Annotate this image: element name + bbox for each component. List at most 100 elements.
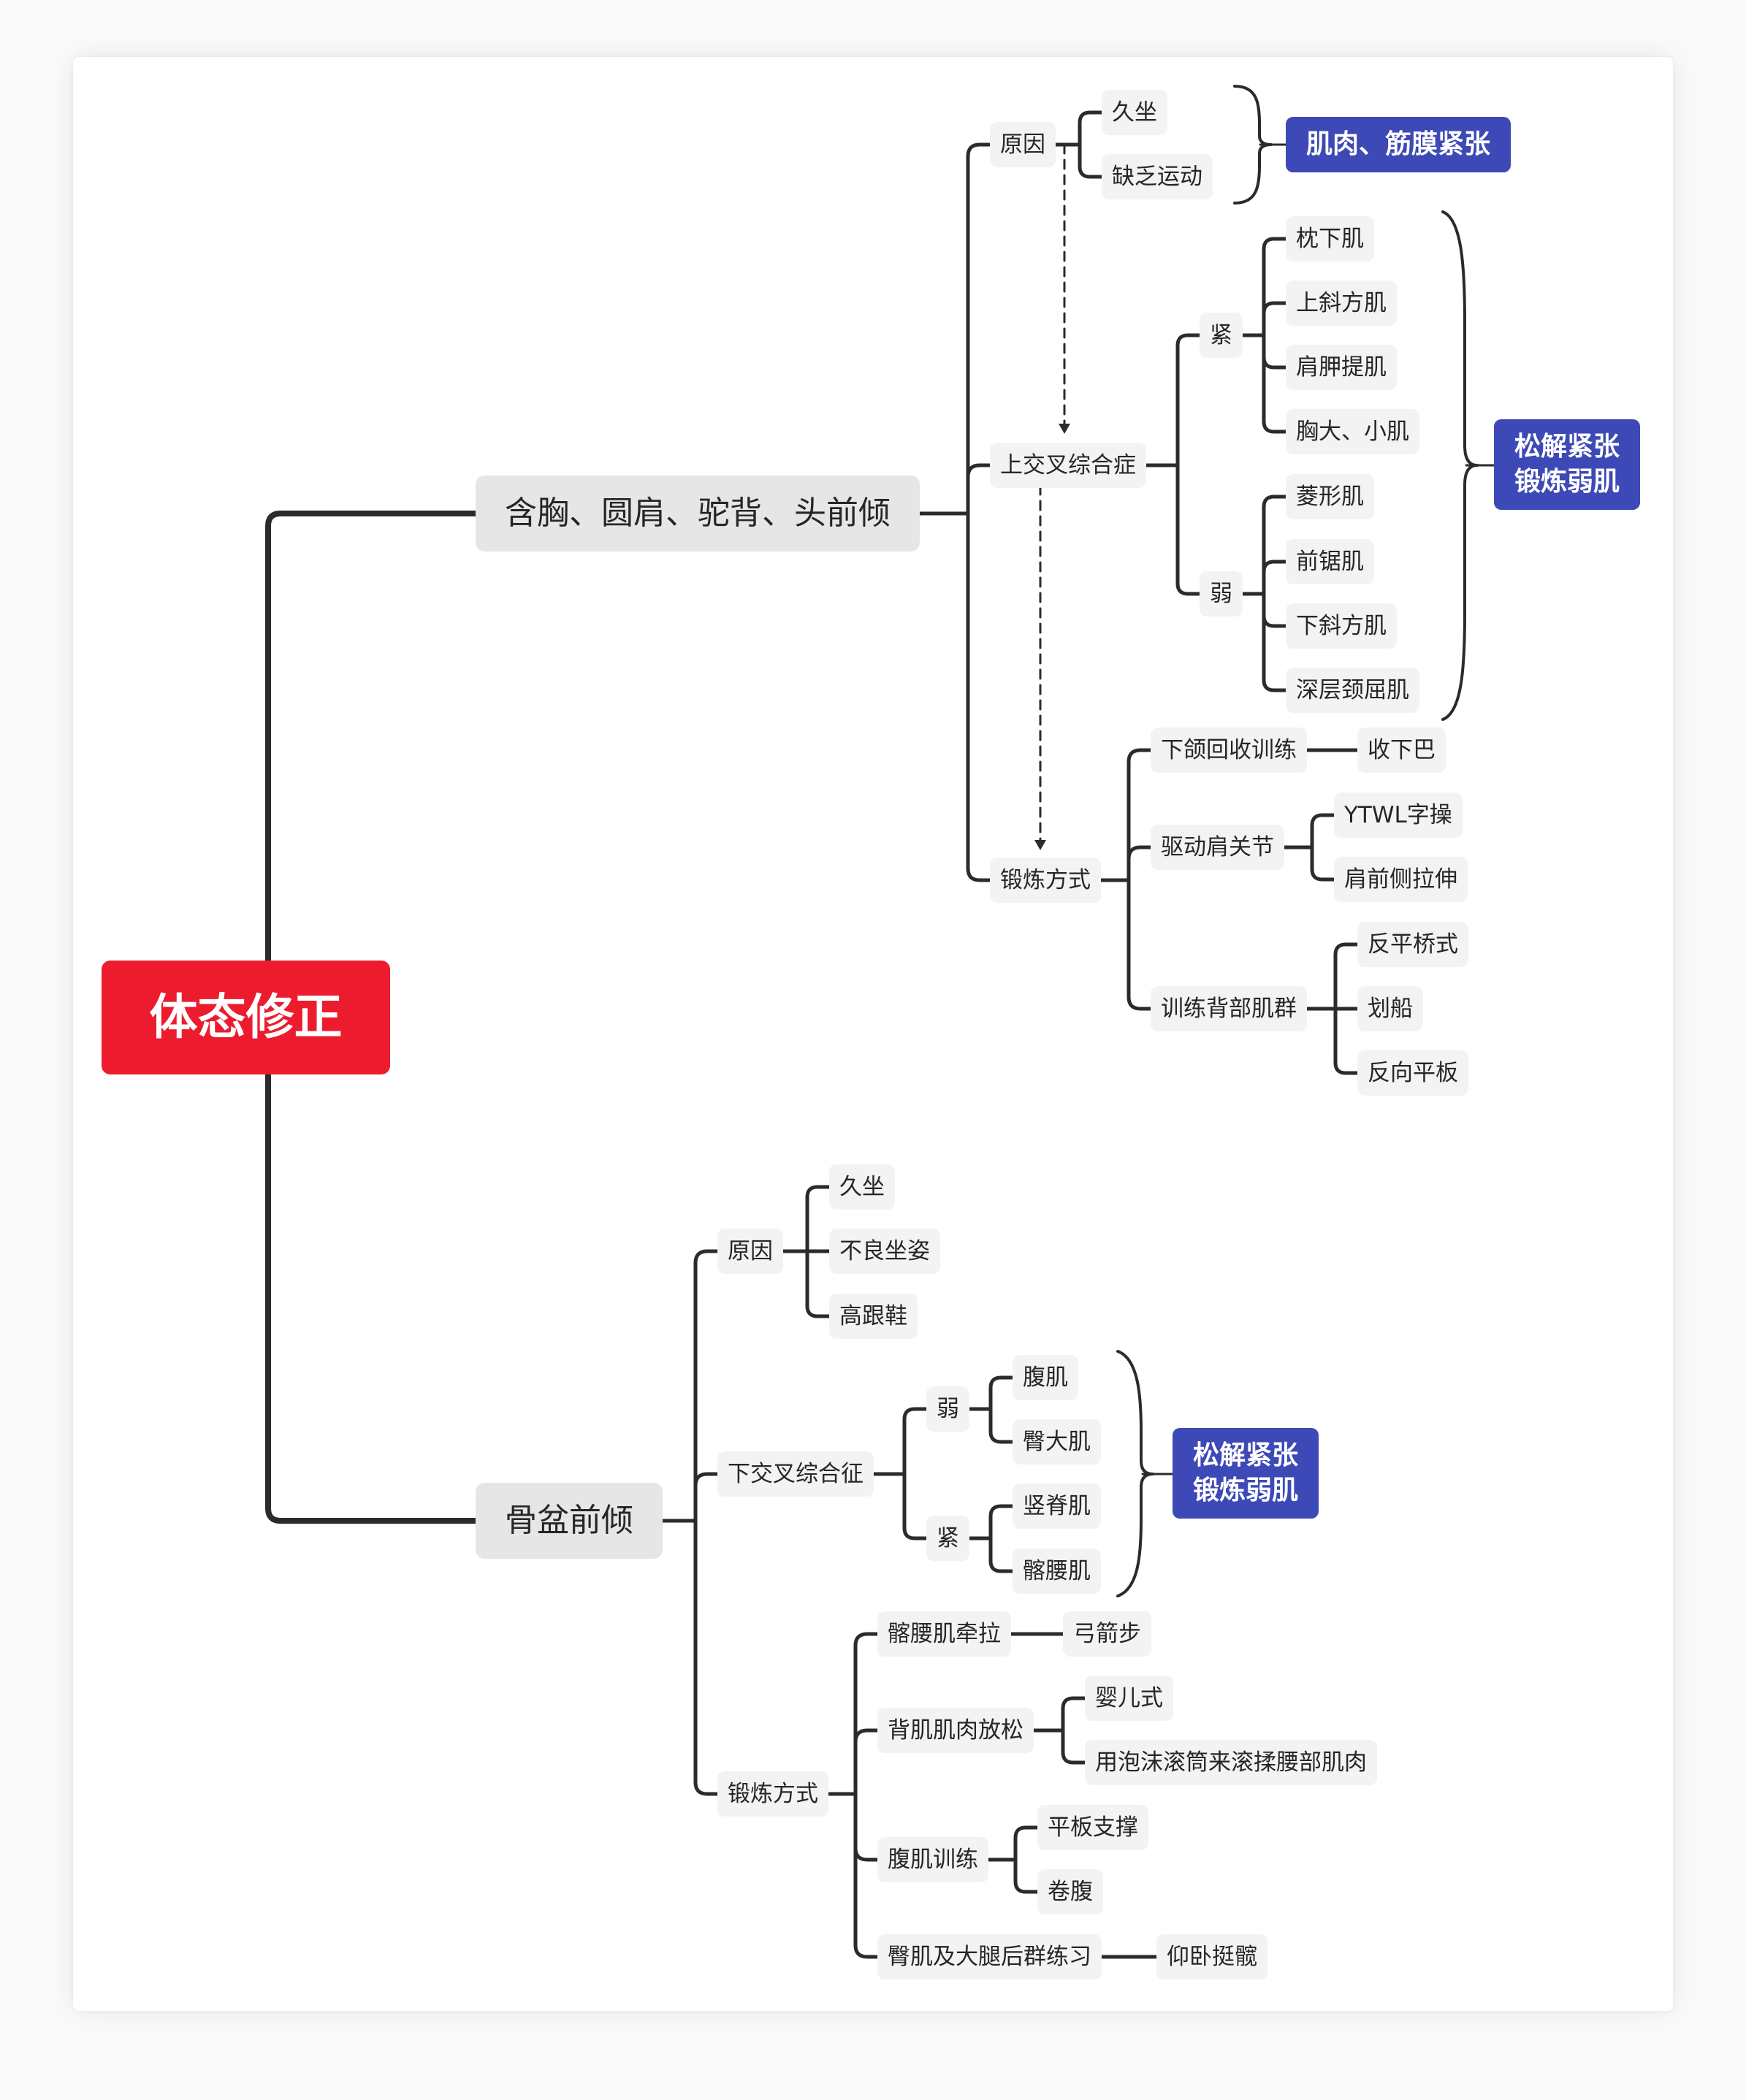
connector-branch <box>1126 878 1153 1011</box>
connector-branch <box>1126 748 1153 882</box>
b1-tight-item[interactable]: 枕下肌 <box>1286 216 1374 261</box>
connector-branch <box>1175 463 1202 596</box>
b2-exercise[interactable]: 锻炼方式 <box>717 1771 828 1817</box>
b1-tight-item[interactable]: 肩胛提肌 <box>1286 345 1397 390</box>
connector-branch <box>988 1504 1015 1540</box>
b2-syndrome-summary[interactable]: 松解紧张 锻炼弱肌 <box>1173 1428 1319 1519</box>
connector-branch <box>1078 110 1104 147</box>
root-node[interactable]: 体态修正 <box>102 961 390 1074</box>
connector-branch <box>902 1407 929 1476</box>
summary-line: 松解紧张 <box>1514 432 1620 462</box>
b1-exercise[interactable]: 锻炼方式 <box>990 858 1101 903</box>
b2-cause-item[interactable]: 久坐 <box>829 1164 895 1210</box>
connector-branch <box>1310 845 1336 882</box>
b1-tight-item[interactable]: 上斜方肌 <box>1286 280 1397 326</box>
b2-cause-item[interactable]: 不良坐姿 <box>829 1229 940 1274</box>
b2-exercise-item[interactable]: 仰卧挺髋 <box>1156 1934 1267 1979</box>
connector-branch <box>1333 1007 1360 1075</box>
summary-line: 锻炼弱肌 <box>1514 467 1620 497</box>
connector-branch <box>805 1249 831 1318</box>
connector-branch <box>1310 813 1336 849</box>
b1-exercise-group[interactable]: 驱动肩关节 <box>1151 825 1284 870</box>
b2-exercise-group[interactable]: 髂腰肌牵拉 <box>877 1611 1011 1657</box>
b2-exercise-item[interactable]: 平板支撑 <box>1037 1805 1148 1850</box>
connector-branch <box>966 142 992 516</box>
b2-tight-item[interactable]: 髂腰肌 <box>1013 1549 1101 1594</box>
connector-branch <box>966 463 992 516</box>
b2-exercise-group[interactable]: 背肌肌肉放松 <box>877 1708 1034 1753</box>
connector-branch <box>1061 1696 1087 1733</box>
b2-tight[interactable]: 紧 <box>926 1516 969 1561</box>
b1-exercise-item[interactable]: 划船 <box>1357 986 1423 1031</box>
b2-exercise-item[interactable]: 卷腹 <box>1037 1869 1103 1914</box>
b1-cause-summary[interactable]: 肌肉、筋膜紧张 <box>1286 117 1511 172</box>
b1-exercise-group[interactable]: 下颌回收训练 <box>1151 728 1307 773</box>
arrowhead-icon <box>1059 424 1070 434</box>
connector-branch <box>1262 333 1288 434</box>
b1-exercise-item[interactable]: 收下巴 <box>1357 728 1446 773</box>
connector-root-upper <box>265 511 479 963</box>
branch-anterior-pelvic-tilt[interactable]: 骨盆前倾 <box>476 1483 663 1559</box>
connector-branch <box>1262 333 1288 370</box>
b2-exercise-group[interactable]: 腹肌训练 <box>877 1837 988 1882</box>
connector-branch <box>1013 1825 1040 1862</box>
b2-cause[interactable]: 原因 <box>717 1229 783 1274</box>
b1-weak-item[interactable]: 下斜方肌 <box>1286 603 1397 649</box>
b2-exercise-item[interactable]: 婴儿式 <box>1085 1676 1173 1721</box>
b1-weak[interactable]: 弱 <box>1200 571 1243 616</box>
b1-exercise-group[interactable]: 训练背部肌群 <box>1151 986 1307 1031</box>
connector-branch <box>1175 333 1202 467</box>
connector-branch <box>1333 942 1360 1011</box>
connector-branch <box>1262 560 1288 596</box>
branch-upper-crossed[interactable]: 含胸、圆肩、驼背、头前倾 <box>476 476 920 551</box>
connector-branch <box>693 1249 720 1523</box>
connector-branch <box>853 1632 880 1796</box>
connector-branch <box>1262 301 1288 337</box>
b1-exercise-item[interactable]: YTWL字操 <box>1334 793 1463 838</box>
b1-cause-item[interactable]: 缺乏运动 <box>1102 154 1213 199</box>
b1-exercise-item[interactable]: 肩前侧拉伸 <box>1334 857 1468 902</box>
connector-root-lower <box>265 1072 479 1524</box>
b1-cause-item[interactable]: 久坐 <box>1102 90 1167 135</box>
connector-branch <box>966 511 992 882</box>
b2-cause-item[interactable]: 高跟鞋 <box>829 1294 918 1339</box>
b1-weak-item[interactable]: 菱形肌 <box>1286 474 1374 519</box>
b2-exercise-group[interactable]: 臀肌及大腿后群练习 <box>877 1934 1102 1979</box>
b2-weak[interactable]: 弱 <box>926 1386 969 1432</box>
summary-line: 锻炼弱肌 <box>1193 1475 1299 1505</box>
connector-branch <box>988 1375 1015 1411</box>
connector-branch <box>805 1185 831 1253</box>
b2-syndrome[interactable]: 下交叉综合征 <box>717 1451 874 1497</box>
connector-branch <box>693 1472 720 1523</box>
b1-weak-item[interactable]: 前锯肌 <box>1286 539 1374 584</box>
connector-branch <box>693 1519 720 1796</box>
arrowhead-icon <box>1034 840 1046 850</box>
connector-branch <box>988 1407 1015 1444</box>
connector-branch <box>853 1792 880 1862</box>
connector-branch <box>1061 1728 1087 1765</box>
b1-tight-item[interactable]: 胸大、小肌 <box>1286 409 1419 454</box>
connector-branch <box>1262 237 1288 337</box>
b1-exercise-item[interactable]: 反平桥式 <box>1357 922 1468 967</box>
connector-branch <box>1078 142 1104 179</box>
connector-branch <box>902 1472 929 1540</box>
b1-weak-item[interactable]: 深层颈屈肌 <box>1286 668 1419 713</box>
connector-branch <box>1262 592 1288 628</box>
summary-line: 松解紧张 <box>1193 1440 1299 1470</box>
b2-tight-item[interactable]: 竖脊肌 <box>1013 1484 1101 1529</box>
b2-weak-item[interactable]: 臀大肌 <box>1013 1419 1101 1465</box>
b1-syndrome-summary[interactable]: 松解紧张 锻炼弱肌 <box>1494 419 1641 510</box>
b2-weak-item[interactable]: 腹肌 <box>1013 1355 1078 1400</box>
b1-syndrome[interactable]: 上交叉综合症 <box>990 443 1146 488</box>
b1-exercise-item[interactable]: 反向平板 <box>1357 1050 1468 1096</box>
b1-cause[interactable]: 原因 <box>990 122 1056 167</box>
b2-exercise-item[interactable]: 弓箭步 <box>1063 1611 1151 1657</box>
b1-tight[interactable]: 紧 <box>1200 313 1243 358</box>
b2-exercise-item[interactable]: 用泡沫滚筒来滚揉腰部肌肉 <box>1085 1740 1377 1785</box>
connector-branch <box>853 1792 880 1959</box>
connector-branch <box>988 1536 1015 1573</box>
connector-branch <box>1126 845 1153 882</box>
connector-branch <box>853 1728 880 1796</box>
connector-branch <box>1013 1857 1040 1894</box>
